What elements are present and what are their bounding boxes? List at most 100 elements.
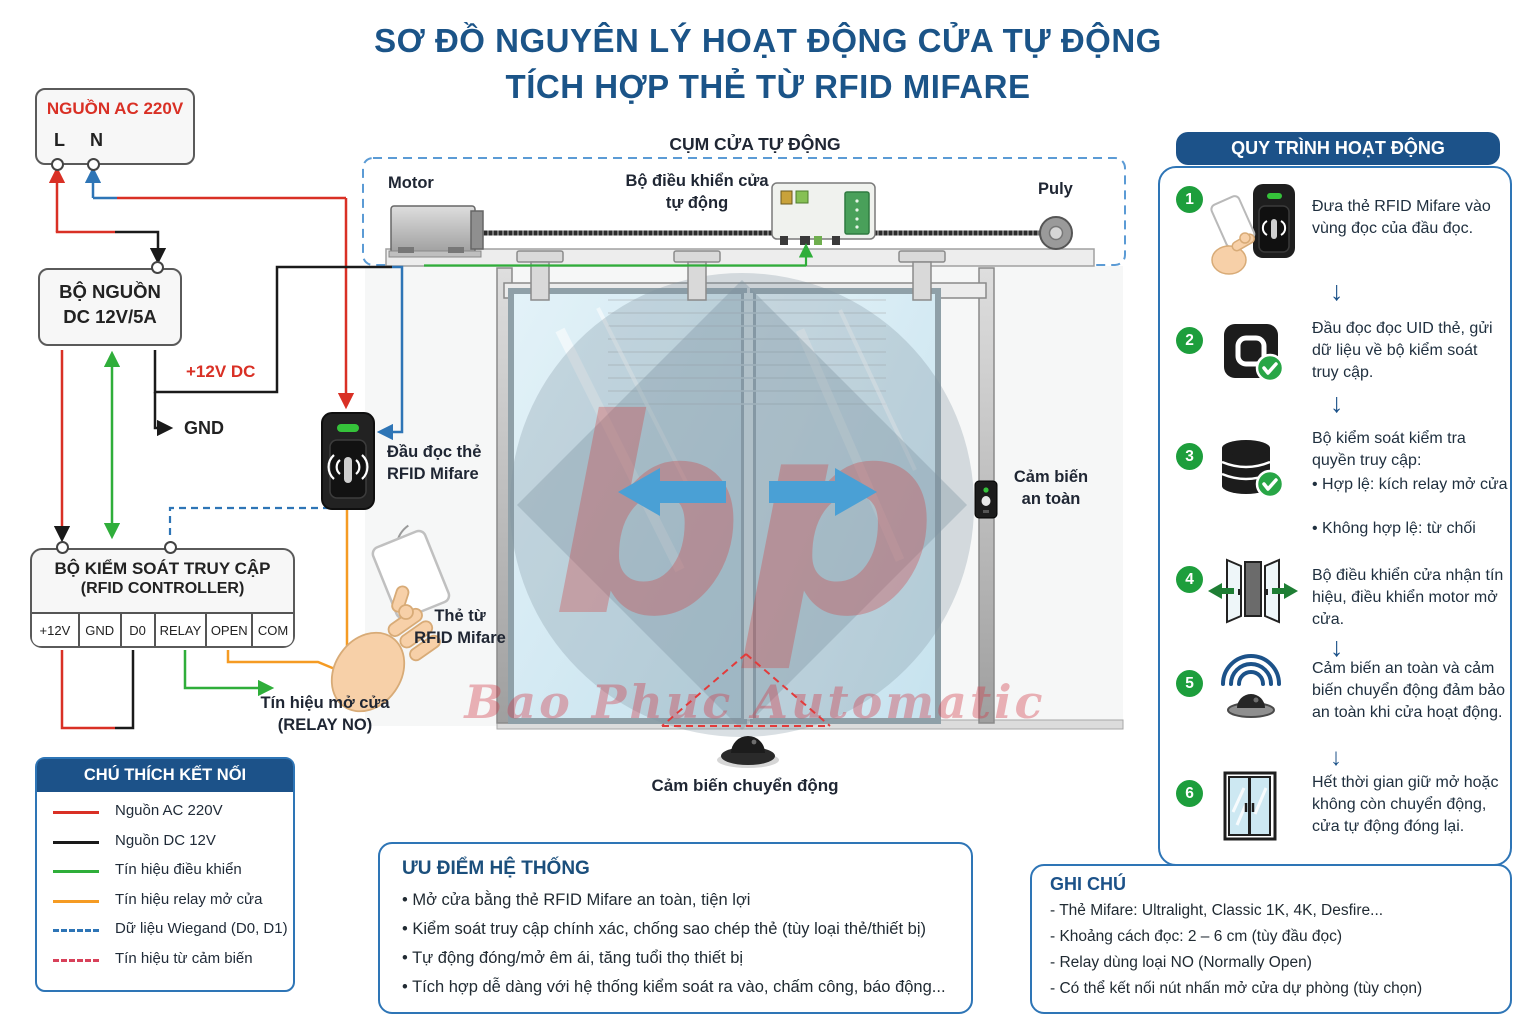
wire-relay-signal — [183, 650, 275, 697]
process-title: QUY TRÌNH HOẠT ĐỘNG — [1176, 132, 1500, 165]
wire-loop-black — [115, 650, 135, 730]
psu-line2: DC 12V/5A — [63, 306, 157, 327]
step-number-1: 1 — [1176, 186, 1203, 213]
legend-item: Tín hiệu từ cảm biến — [37, 946, 293, 976]
door-controller-unit — [771, 182, 876, 245]
puly-label: Puly — [1038, 180, 1073, 198]
door-gap — [744, 293, 753, 719]
assembly-title: CỤM CỬA TỰ ĐỘNG — [669, 134, 841, 154]
card-label: Thẻ từ RFID Mifare — [405, 605, 515, 650]
step-arrow-down-icon: ↓ — [1330, 276, 1344, 306]
controller-line2: (RFID CONTROLLER) — [80, 580, 245, 597]
reader-label-line1: Đầu đọc thẻ — [387, 443, 482, 461]
relay-signal-label: Tín hiệu mở cửa (RELAY NO) — [255, 692, 395, 737]
terminal-n-node — [87, 158, 100, 171]
safety-sensor-line2: an toàn — [1021, 490, 1081, 509]
door-open-icon — [1206, 556, 1300, 631]
legend-label: Tín hiệu relay mở cửa — [115, 890, 263, 908]
safety-sensor — [974, 480, 998, 519]
step-arrow-down-icon: ↓ — [1330, 388, 1344, 418]
step-number-2: 2 — [1176, 327, 1203, 354]
step-number-4: 4 — [1176, 566, 1203, 593]
gnd-label: GND — [184, 418, 224, 438]
page-title-line1: SƠ ĐỒ NGUYÊN LÝ HOẠT ĐỘNG CỬA TỰ ĐỘNG — [374, 22, 1162, 59]
safety-sensor-line1: Cảm biến — [1013, 468, 1089, 486]
note-item: - Khoảng cách đọc: 2 – 6 cm (tùy đầu đọc… — [1050, 928, 1343, 945]
ac-source-box: NGUỒN AC 220V L N — [35, 88, 195, 165]
terminal-com: COM — [253, 614, 293, 646]
motion-sensor-icon — [1214, 652, 1288, 727]
page-title-line2: TÍCH HỢP THẺ TỪ RFID MIFARE — [505, 68, 1031, 105]
advantage-item: • Mở cửa bằng thẻ RFID Mifare an toàn, t… — [402, 891, 751, 909]
wire-loop-red — [60, 650, 115, 730]
step-number-5: 5 — [1176, 670, 1203, 697]
ac-source-title: NGUỒN AC 220V — [46, 99, 184, 118]
door-closed-icon — [1222, 770, 1278, 851]
hanger-brackets — [516, 250, 946, 301]
door-direction-arrows — [618, 468, 877, 516]
card-label-line1: Thẻ từ — [434, 607, 486, 625]
terminal-gnd: GND — [79, 614, 122, 646]
terminal-n-label: N — [90, 130, 103, 150]
chip-check-icon — [1220, 322, 1286, 391]
wire-wiegand-dashed — [168, 506, 330, 538]
legend-box: CHÚ THÍCH KẾT NỐI Nguồn AC 220V Nguồn DC… — [35, 757, 295, 992]
note-item: - Có thể kết nối nút nhấn mở cửa dự phòn… — [1050, 980, 1423, 997]
step-number-6: 6 — [1176, 780, 1203, 807]
terminal-relay: RELAY — [155, 614, 208, 646]
door-arrow-right-icon — [769, 468, 877, 516]
controller-top-node-1 — [56, 541, 69, 554]
legend-label: Nguồn AC 220V — [115, 802, 223, 819]
step-text-2: Đầu đọc đọc UID thẻ, gửi dữ liệu về bộ k… — [1312, 320, 1493, 381]
step-arrow-down-icon: ↓ — [1330, 632, 1344, 662]
line-sample-red-solid — [53, 811, 99, 814]
card-tap-reader-icon — [1205, 182, 1305, 283]
step-text-3: Bộ kiểm soát kiểm tra quyền truy cập: — [1312, 430, 1466, 469]
notes-title: GHI CHÚ — [1050, 874, 1126, 894]
glass-streaks — [555, 307, 917, 573]
wire-12v — [153, 265, 392, 394]
wire-gnd — [153, 392, 174, 437]
advantage-item: • Tích hợp dễ dàng với hệ thống kiểm soá… — [402, 978, 946, 996]
step-text-4: Bộ điều khiển cửa nhận tín hiệu, điều kh… — [1312, 567, 1504, 628]
note-item: - Thẻ Mifare: Ultralight, Classic 1K, 4K… — [1050, 902, 1384, 919]
legend-item: Tín hiệu điều khiển — [37, 857, 293, 887]
notes-box: GHI CHÚ - Thẻ Mifare: Ultralight, Classi… — [1030, 864, 1512, 1014]
step-bullet-3b: • Không hợp lệ: từ chối — [1312, 520, 1476, 537]
plus12-label: +12V DC — [186, 362, 256, 381]
motor-label: Motor — [388, 174, 434, 192]
controller-top-node-2 — [164, 541, 177, 554]
wiring-layer — [48, 166, 831, 730]
motion-cone-dashed — [661, 653, 831, 727]
line-sample-red-dashed — [53, 958, 99, 962]
database-check-icon — [1216, 436, 1286, 507]
relay-signal-line1: Tín hiệu mở cửa — [260, 694, 390, 712]
motion-sensor — [717, 736, 779, 768]
motion-sensor-label: Cảm biến chuyển động — [651, 776, 839, 795]
reader-label: Đầu đọc thẻ RFID Mifare — [387, 441, 481, 486]
advantage-item: • Kiểm soát truy cập chính xác, chống sa… — [402, 920, 926, 938]
line-sample-blue-dashed — [53, 929, 99, 932]
legend-item: Nguồn DC 12V — [37, 828, 293, 858]
step-arrow-down-icon: ↓ — [1330, 744, 1342, 771]
note-item: - Relay dùng loại NO (Normally Open) — [1050, 954, 1312, 971]
motor-unit — [388, 205, 484, 258]
terminal-12v: +12V — [32, 614, 80, 646]
door-controller-line2: tự động — [665, 194, 729, 213]
pulley — [1039, 216, 1073, 250]
reader-label-line2: RFID Mifare — [387, 465, 479, 484]
safety-sensor-label: Cảm biến an toàn — [1003, 466, 1099, 511]
hand — [330, 585, 441, 713]
line-sample-orange-solid — [53, 899, 99, 903]
rfid-controller-box: BỘ KIỂM SOÁT TRUY CẬP (RFID CONTROLLER) … — [30, 548, 295, 648]
step-text-1: Đưa thẻ RFID Mifare vào vùng đọc của đầu… — [1312, 198, 1491, 237]
legend-label: Dữ liệu Wiegand (D0, D1) — [115, 920, 288, 937]
process-panel — [1158, 166, 1512, 866]
psu-top-node — [151, 261, 164, 274]
controller-line1: BỘ KIỂM SOÁT TRUY CẬP — [54, 559, 271, 578]
advantages-box: ƯU ĐIỂM HỆ THỐNG • Mở cửa bằng thẻ RFID … — [378, 842, 973, 1014]
relay-signal-line2: (RELAY NO) — [277, 716, 373, 735]
legend-item: Tín hiệu relay mở cửa — [37, 887, 293, 917]
